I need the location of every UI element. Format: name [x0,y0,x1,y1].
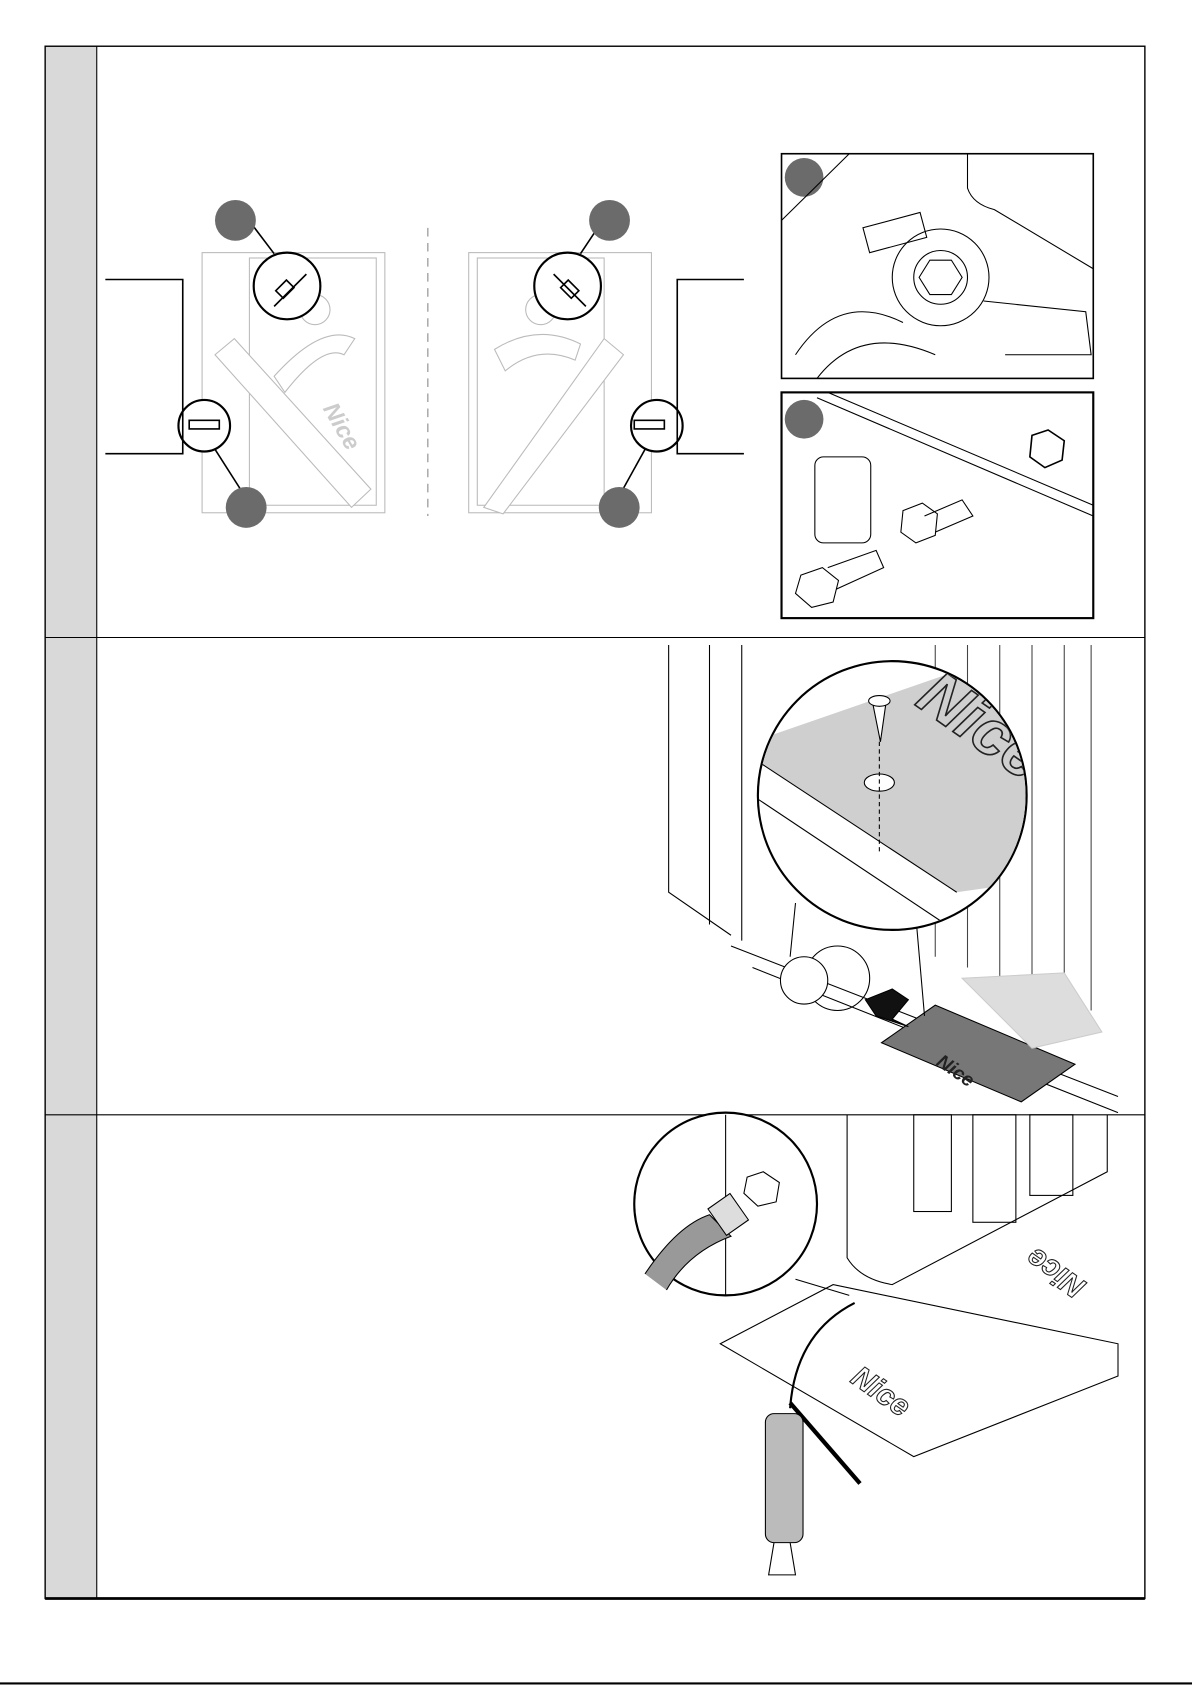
cover-plate-illustration: Nice Nice [668,645,1119,1114]
svg-text:Nice: Nice [845,1360,916,1423]
callout-badge [215,199,256,241]
callout-badge [598,486,640,528]
detail-panel-top [780,152,1095,380]
grease-gun-illustration: Nice Nice [633,1111,1119,1576]
detail-circle [629,398,684,453]
step-column [45,46,97,1599]
callout-badge [589,199,630,241]
callout-badge [225,486,267,528]
gearmotor-right-illustration [468,252,652,515]
detail-panel-bottom [780,391,1095,620]
detail-circle [177,398,232,453]
callout-badges [215,199,640,528]
detail-circle [533,251,603,321]
svg-text:Nice: Nice [1020,1241,1091,1304]
detail-circle [252,251,322,321]
